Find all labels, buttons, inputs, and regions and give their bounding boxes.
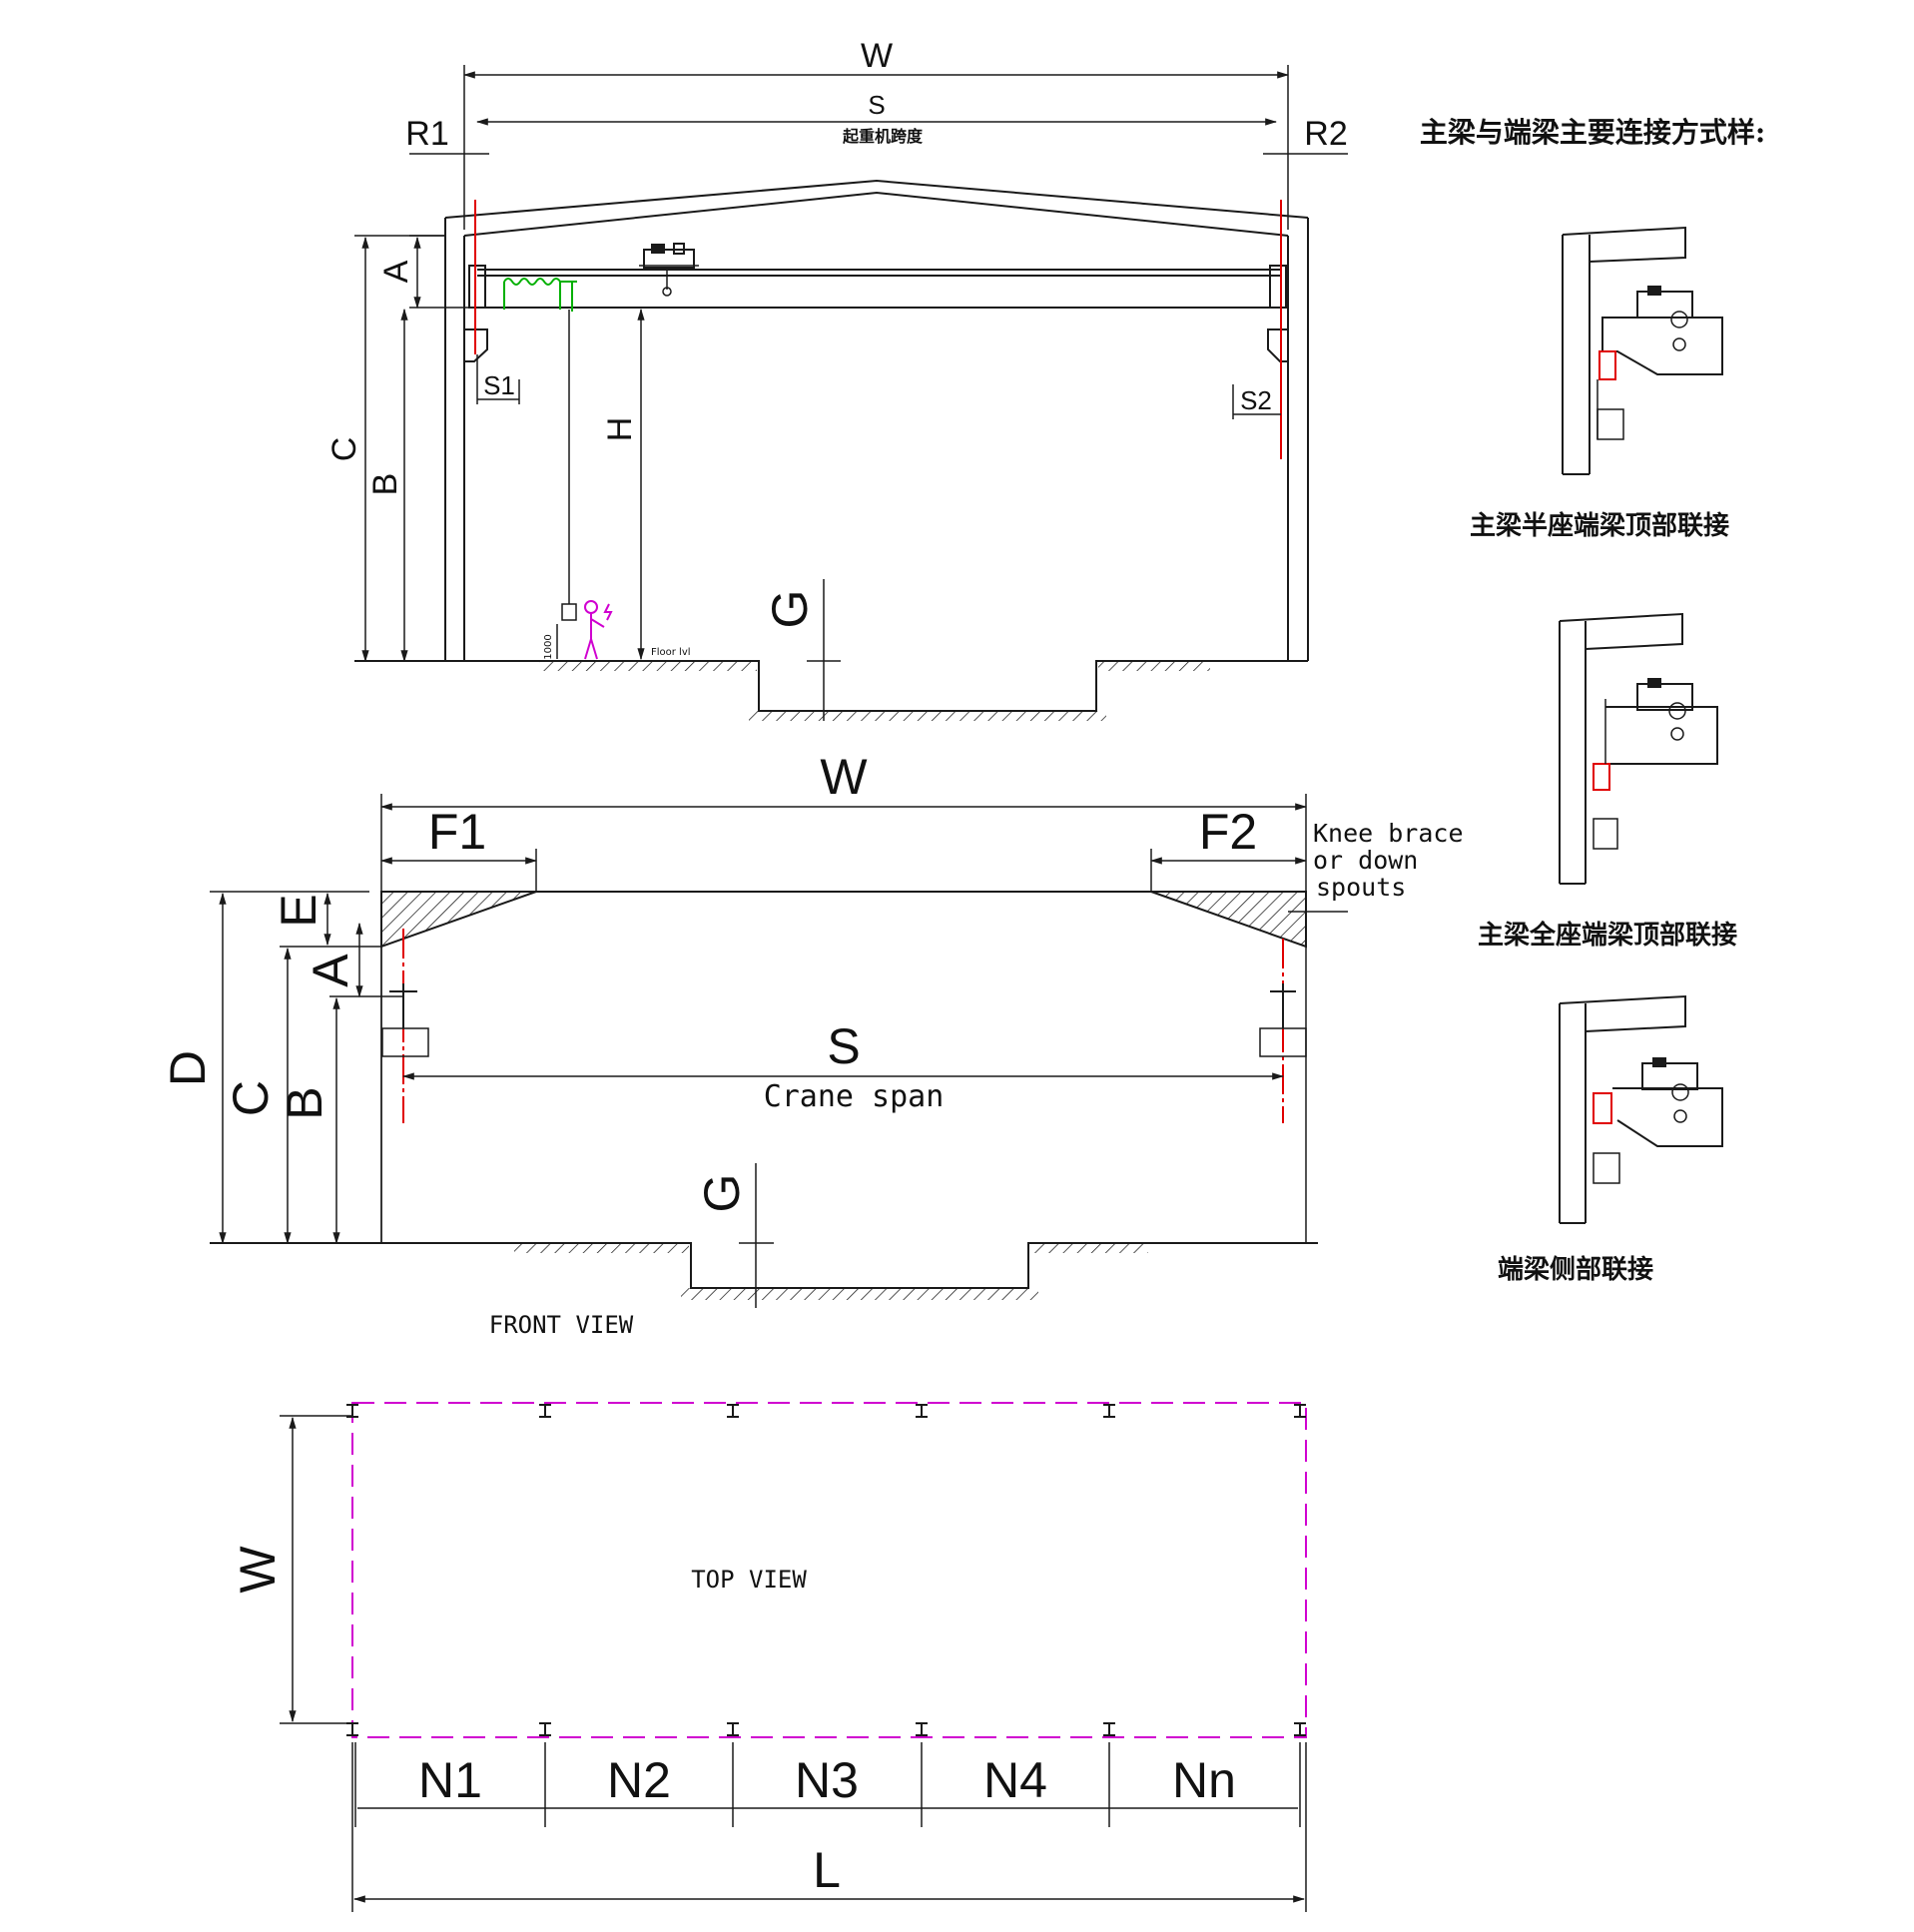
end-carriage-left [468, 265, 486, 309]
c-label: C [325, 437, 363, 462]
end-carriage-right [1269, 265, 1287, 309]
detail-1-drawing [1562, 226, 1723, 475]
fv-a-label: A [303, 954, 358, 987]
s1-label: S1 [483, 370, 515, 400]
w-label: W [861, 37, 893, 75]
detail-2-caption: 主梁全座端梁顶部联接 [1478, 920, 1737, 951]
roof-inner [463, 191, 1289, 237]
d-label: D [160, 1050, 216, 1086]
fv-b-label: B [277, 1086, 332, 1119]
front-view: W F1 F2 Knee brace or down spouts S Cran… [160, 749, 1464, 1339]
e-label: E [271, 894, 326, 927]
knee-brace-right [1150, 891, 1307, 949]
height-1000-label: 1000 [543, 634, 554, 659]
knee-brace-line-1: Knee brace [1313, 819, 1464, 848]
f1-label: F1 [428, 804, 486, 860]
r1-label: R1 [405, 115, 448, 153]
fv-ground [210, 1242, 1318, 1289]
a-label: A [377, 260, 415, 283]
l-label: L [813, 1842, 841, 1898]
fv-s-label: S [827, 1018, 860, 1074]
bay-n4: N4 [983, 1752, 1047, 1808]
fv-c-label: C [223, 1080, 279, 1116]
g-label: G [762, 590, 818, 629]
r2-label: R2 [1304, 115, 1347, 153]
top-view-title: TOP VIEW [691, 1566, 807, 1594]
s-label: S [868, 90, 885, 120]
knee-brace-line-3: spouts [1316, 873, 1406, 902]
detail-3-caption: 端梁侧部联接 [1498, 1255, 1653, 1285]
corbel-left [464, 328, 488, 362]
front-view-title: FRONT VIEW [489, 1311, 634, 1339]
detail-2-drawing [1559, 612, 1718, 885]
roof-outer [444, 179, 1309, 219]
connections-heading: 主梁与端梁主要连接方式样: [1420, 116, 1765, 149]
crane-span-label: Crane span [764, 1079, 945, 1114]
fv-g-label: G [694, 1174, 750, 1213]
bay-n1: N1 [418, 1752, 482, 1808]
detail-3-drawing [1559, 994, 1723, 1224]
h-label: H [601, 417, 639, 442]
column-markers [346, 1404, 1306, 1736]
knee-brace-line-2: or down [1313, 846, 1418, 875]
bay-n3: N3 [795, 1752, 859, 1808]
corbel-right [1267, 328, 1288, 362]
fv-w-label: W [820, 749, 868, 805]
top-elevation: W S 起重机跨度 R1 R2 [325, 37, 1348, 721]
top-view-outline [351, 1402, 1307, 1738]
connection-details: 主梁与端梁主要连接方式样: 主梁半座端梁顶部联接 [1420, 116, 1765, 1285]
span-cn-label: 起重机跨度 [842, 127, 924, 146]
f2-label: F2 [1199, 804, 1257, 860]
tv-w-label: W [230, 1546, 286, 1594]
hoist-cable [503, 278, 577, 312]
trolley [639, 243, 699, 297]
knee-brace-left [380, 891, 537, 949]
detail-1-caption: 主梁半座端梁顶部联接 [1470, 510, 1729, 541]
b-label: B [366, 473, 404, 496]
operator-figure [584, 600, 613, 660]
bay-nn: Nn [1172, 1752, 1236, 1808]
s2-label: S2 [1240, 385, 1272, 415]
top-view: TOP VIEW W N1 N2 N3 N4 Nn L [230, 1402, 1307, 1912]
bay-n2: N2 [607, 1752, 671, 1808]
floor-level-label: Floor lvl [651, 647, 691, 658]
